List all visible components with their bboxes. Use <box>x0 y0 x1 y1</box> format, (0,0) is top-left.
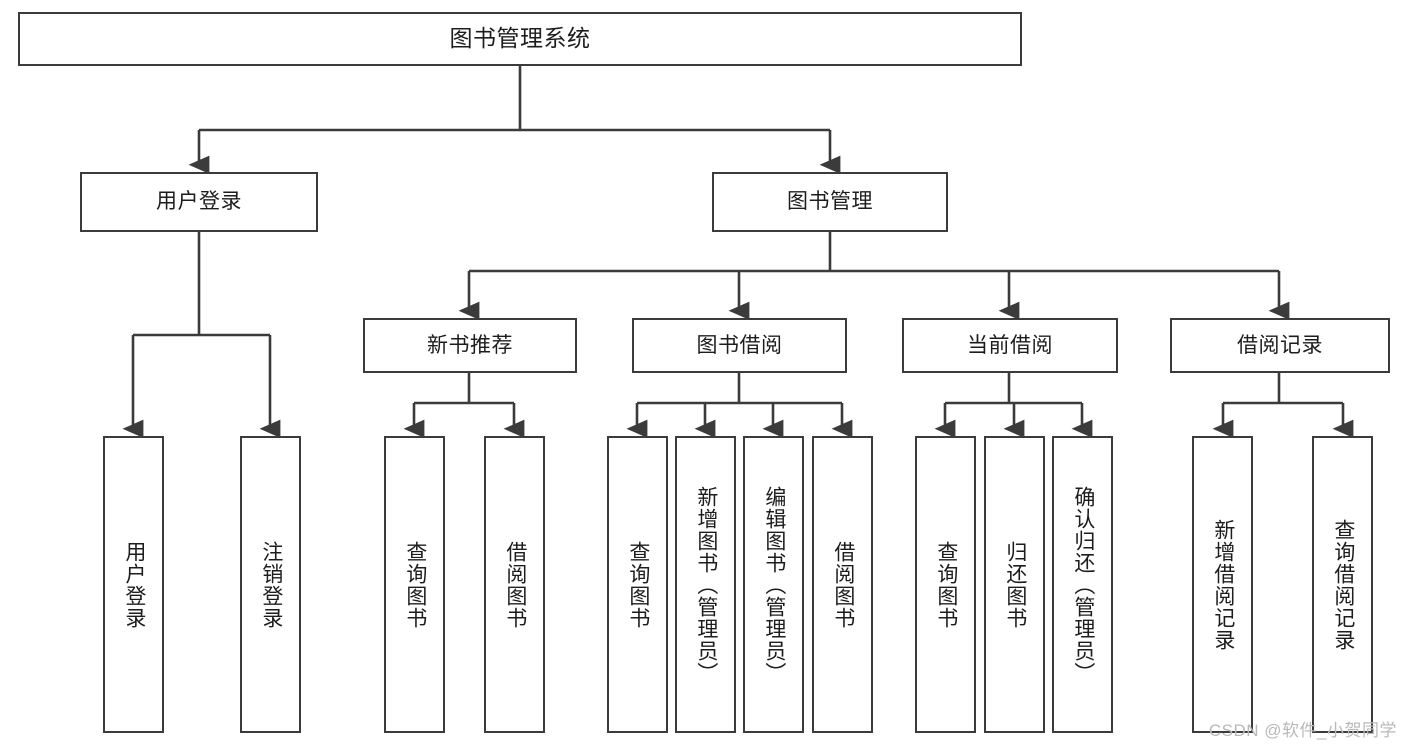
node-leaf-return-book-label: 归还图书 <box>1003 540 1027 629</box>
node-leaf-query-book-3-label: 查询图书 <box>934 540 958 629</box>
node-leaf-query-record-label: 查询借阅记录 <box>1331 518 1355 651</box>
watermark-text: CSDN @软件_小贺同学 <box>1208 721 1397 740</box>
node-leaf-add-book[interactable]: 新增图书（管理员） <box>675 436 736 733</box>
node-root-label: 图书管理系统 <box>449 25 591 52</box>
node-leaf-confirm-return-label: 确认归还（管理员） <box>1071 485 1095 684</box>
node-leaf-borrow-book-2[interactable]: 借阅图书 <box>812 436 873 733</box>
node-borrow-record-label: 借阅记录 <box>1237 333 1323 357</box>
node-leaf-confirm-return[interactable]: 确认归还（管理员） <box>1052 436 1113 733</box>
node-borrow-record[interactable]: 借阅记录 <box>1170 318 1390 373</box>
node-leaf-logout-label: 注销登录 <box>259 540 283 629</box>
node-root[interactable]: 图书管理系统 <box>18 12 1022 66</box>
node-leaf-borrow-book-2-label: 借阅图书 <box>831 540 855 629</box>
node-user-login-label: 用户登录 <box>156 190 242 214</box>
node-book-borrow[interactable]: 图书借阅 <box>632 318 847 373</box>
node-leaf-query-book-1-label: 查询图书 <box>403 540 427 629</box>
node-leaf-add-record[interactable]: 新增借阅记录 <box>1192 436 1253 733</box>
node-leaf-borrow-book-1[interactable]: 借阅图书 <box>484 436 545 733</box>
node-leaf-query-book-3[interactable]: 查询图书 <box>915 436 976 733</box>
node-leaf-query-record[interactable]: 查询借阅记录 <box>1312 436 1373 733</box>
node-leaf-query-book-2[interactable]: 查询图书 <box>607 436 668 733</box>
node-leaf-return-book[interactable]: 归还图书 <box>984 436 1045 733</box>
node-leaf-user-login-label: 用户登录 <box>122 540 146 629</box>
node-new-book-recommend[interactable]: 新书推荐 <box>363 318 577 373</box>
node-new-book-recommend-label: 新书推荐 <box>427 333 513 357</box>
node-book-borrow-label: 图书借阅 <box>696 333 783 357</box>
node-leaf-borrow-book-1-label: 借阅图书 <box>503 540 527 629</box>
node-book-management-label: 图书管理 <box>787 190 873 214</box>
node-leaf-add-book-label: 新增图书（管理员） <box>694 485 718 684</box>
node-current-borrow-label: 当前借阅 <box>967 333 1053 357</box>
node-current-borrow[interactable]: 当前借阅 <box>902 318 1118 373</box>
node-book-management[interactable]: 图书管理 <box>712 172 948 232</box>
node-leaf-edit-book[interactable]: 编辑图书（管理员） <box>743 436 804 733</box>
node-leaf-query-book-1[interactable]: 查询图书 <box>384 436 445 733</box>
node-leaf-edit-book-label: 编辑图书（管理员） <box>762 485 786 684</box>
node-leaf-add-record-label: 新增借阅记录 <box>1211 518 1235 651</box>
node-leaf-query-book-2-label: 查询图书 <box>626 540 650 629</box>
node-leaf-user-login[interactable]: 用户登录 <box>103 436 164 733</box>
node-user-login[interactable]: 用户登录 <box>80 172 318 232</box>
node-leaf-logout[interactable]: 注销登录 <box>240 436 301 733</box>
